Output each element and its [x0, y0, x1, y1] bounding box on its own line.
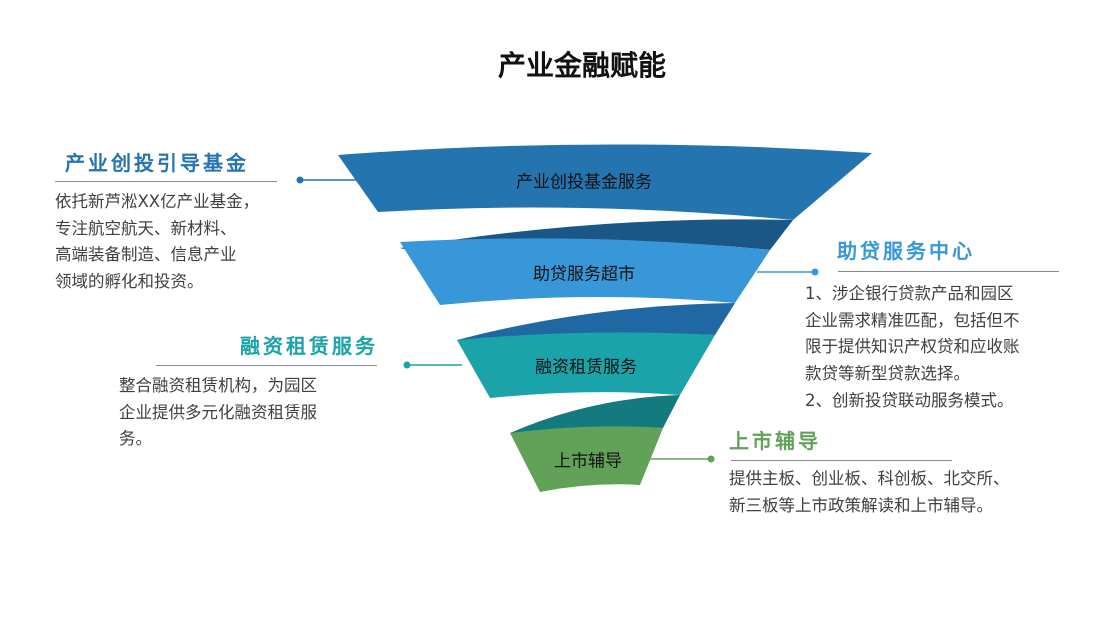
fund-divider	[55, 181, 277, 182]
funnel-label-4: 上市辅导	[554, 451, 622, 472]
text-line: 新三板等上市政策解读和上市辅导。	[729, 495, 993, 515]
funnel-label-2: 助贷服务超市	[533, 264, 635, 285]
lease-description: 整合融资租赁机构，为园区 企业提供多元化融资租赁服 务。	[119, 373, 317, 453]
funnel-label-3: 融资租赁服务	[535, 357, 637, 378]
text-line: 1、涉企银行贷款产品和园区	[805, 284, 1014, 303]
text-line: 提供主板、创业板、科创板、北交所、	[729, 469, 1010, 488]
text-line: 整合融资租赁机构，为园区	[119, 376, 317, 395]
ipo-heading: 上市辅导	[729, 429, 821, 453]
funnel-band-1	[338, 144, 872, 220]
text-line: 依托新芦淞XX亿产业基金，	[55, 192, 260, 211]
text-line: 款贷等新型贷款选择。	[805, 364, 970, 384]
text-line: 专注航空航天、新材料、	[55, 218, 237, 238]
funnel-band-4	[510, 426, 663, 492]
connector-dot-loan	[811, 268, 819, 276]
text-line: 限于提供知识产权贷和应收账	[805, 337, 1020, 357]
loan-divider	[838, 271, 1059, 272]
text-line: 企业需求精准匹配，包括但不	[805, 310, 1020, 330]
loan-description: 1、涉企银行贷款产品和园区 企业需求精准匹配，包括但不 限于提供知识产权贷和应收…	[805, 281, 1020, 415]
ipo-description: 提供主板、创业板、科创板、北交所、 新三板等上市政策解读和上市辅导。	[729, 466, 1010, 519]
fund-description: 依托新芦淞XX亿产业基金， 专注航空航天、新材料、 高端装备制造、信息产业 领域…	[55, 189, 259, 296]
fund-heading: 产业创投引导基金	[65, 151, 249, 175]
ipo-divider	[731, 460, 952, 461]
funnel-band-2	[400, 238, 770, 305]
funnel-band-3	[457, 332, 715, 398]
connector-dot-ipo	[707, 455, 715, 463]
connector-dot-lease	[403, 361, 411, 369]
loan-heading: 助贷服务中心	[837, 239, 975, 263]
text-line: 高端装备制造、信息产业	[55, 245, 237, 265]
text-line: 领域的孵化和投资。	[55, 272, 204, 292]
text-line: 务。	[119, 429, 152, 449]
lease-heading: 融资租赁服务	[240, 334, 378, 358]
connector-dot-fund	[296, 176, 304, 184]
text-line: 企业提供多元化融资租赁服	[119, 402, 317, 422]
page-title: 产业金融赋能	[497, 49, 666, 82]
funnel-label-1: 产业创投基金服务	[516, 172, 652, 193]
text-line: 2、创新投贷联动服务模式。	[805, 390, 1014, 410]
lease-divider	[156, 365, 377, 366]
